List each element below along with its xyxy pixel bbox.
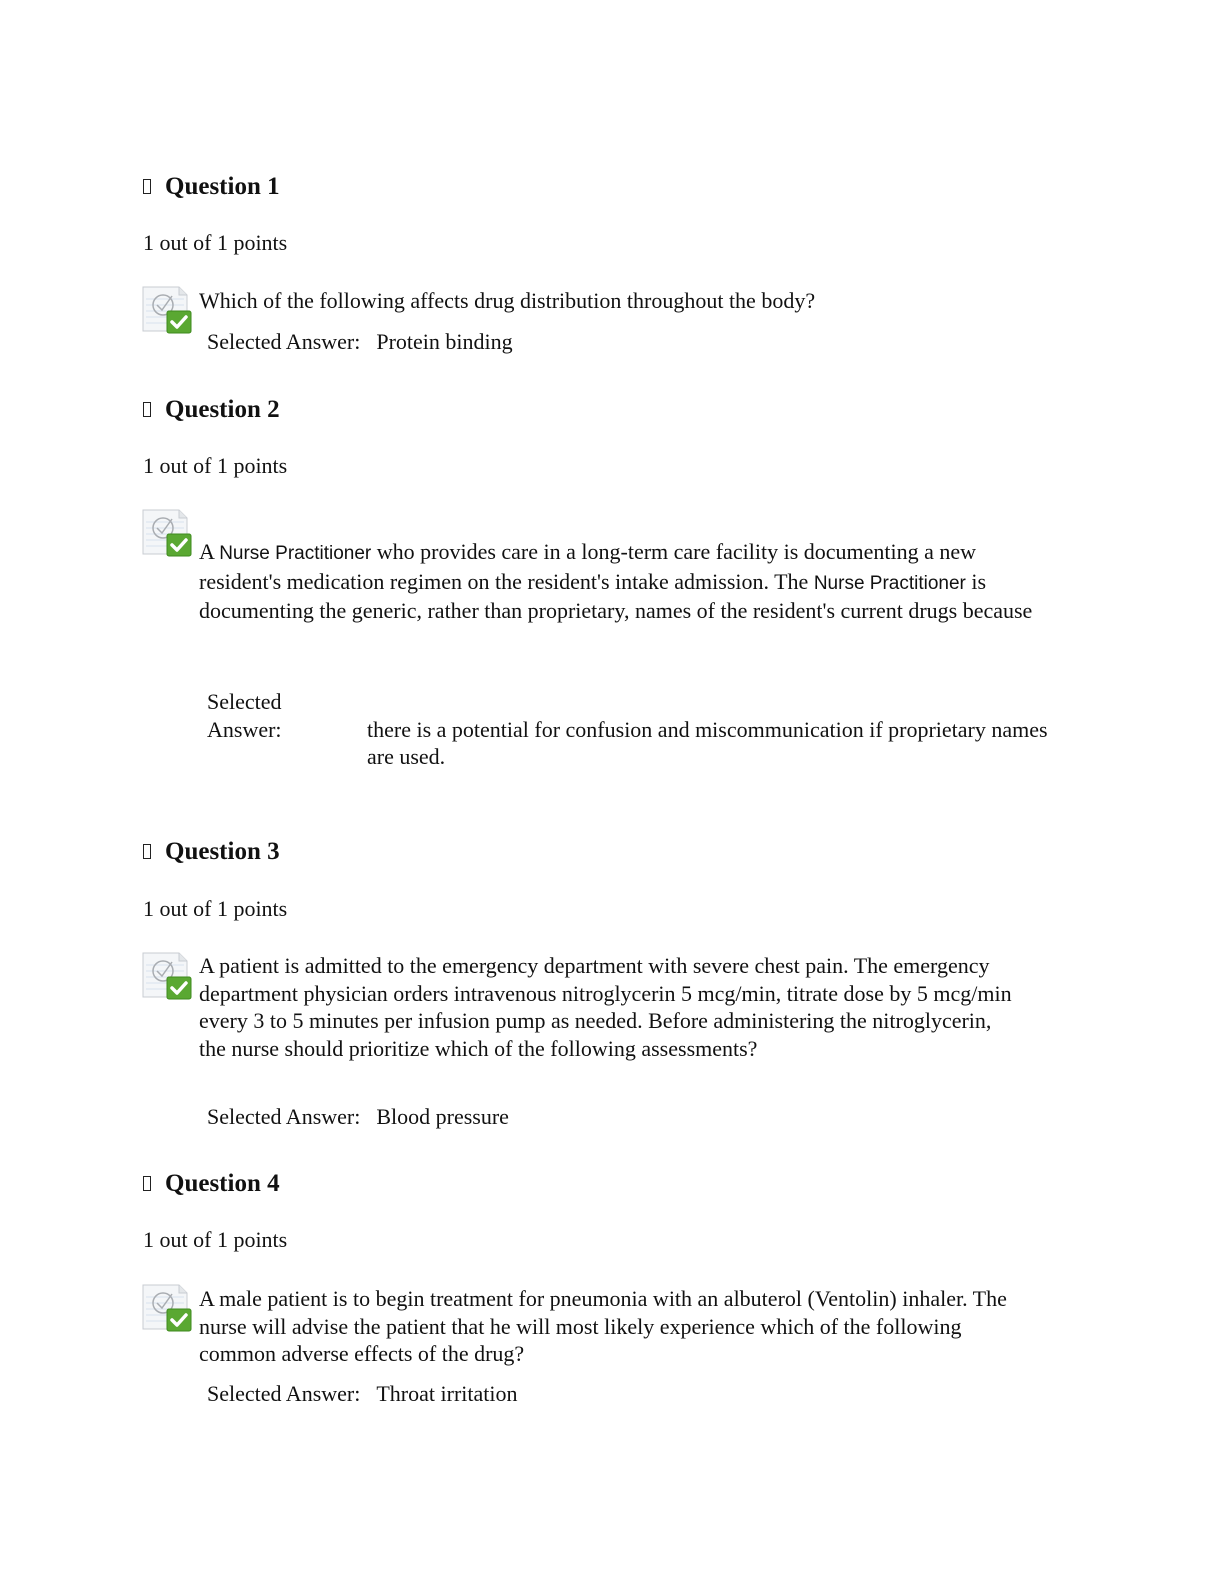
role-term: Nurse Practitioner xyxy=(813,572,966,594)
correct-answer-check-icon xyxy=(141,285,193,335)
missing-glyph-box-icon xyxy=(143,1175,151,1191)
missing-glyph-box-icon xyxy=(143,843,151,859)
correct-answer-check-icon xyxy=(141,508,193,558)
question-3-points: 1 out of 1 points xyxy=(143,896,288,921)
question-1-heading: Question 1 xyxy=(143,172,280,202)
question-title: Question 3 xyxy=(165,838,280,865)
selected-answer-label: Selected Answer: xyxy=(207,1381,361,1406)
question-3-text: A patient is admitted to the emergency d… xyxy=(199,952,1019,1062)
question-text: A male patient is to begin treatment for… xyxy=(199,1286,1007,1366)
question-2-heading: Question 2 xyxy=(143,395,280,425)
question-title: Question 1 xyxy=(165,173,280,200)
question-1-text: Which of the following affects drug dist… xyxy=(199,287,1059,315)
missing-glyph-box-icon xyxy=(143,401,151,417)
question-title: Question 4 xyxy=(165,1170,280,1197)
missing-glyph-box-icon xyxy=(143,178,151,194)
label-line: Selected xyxy=(207,689,282,714)
question-text: A patient is admitted to the emergency d… xyxy=(199,953,1012,1061)
selected-answer-label: Selected Answer: xyxy=(207,688,297,743)
selected-answer-value: Protein binding xyxy=(376,329,513,354)
question-4-points: 1 out of 1 points xyxy=(143,1227,288,1252)
correct-answer-check-icon xyxy=(141,1283,193,1333)
question-2-points: 1 out of 1 points xyxy=(143,453,288,478)
text-segment: is documenting the generic, rather than … xyxy=(199,568,1033,624)
selected-answer-label: Selected Answer: xyxy=(207,1104,361,1129)
question-4-selected-answer: Selected Answer: Throat irritation xyxy=(207,1380,517,1408)
selected-answer-value: Throat irritation xyxy=(376,1381,518,1406)
text-segment: A xyxy=(199,539,220,564)
label-line: Answer: xyxy=(207,716,282,742)
question-3-heading: Question 3 xyxy=(143,837,280,867)
question-text: Which of the following affects drug dist… xyxy=(199,288,816,313)
question-2-text: A Nurse Practitioner who provides care i… xyxy=(199,538,1049,625)
selected-answer-value: there is a potential for confusion and m… xyxy=(367,716,1048,770)
question-4-heading: Question 4 xyxy=(143,1169,280,1199)
question-4-text: A male patient is to begin treatment for… xyxy=(199,1285,1039,1368)
question-3-selected-answer: Selected Answer: Blood pressure xyxy=(207,1103,509,1131)
correct-answer-check-icon xyxy=(141,951,193,1001)
selected-answer-value: Blood pressure xyxy=(376,1104,509,1129)
question-title: Question 2 xyxy=(165,396,280,423)
question-1-selected-answer: Selected Answer: Protein binding xyxy=(207,328,513,356)
role-term: Nurse Practitioner xyxy=(219,543,372,564)
selected-answer-label: Selected Answer: xyxy=(207,329,361,354)
text-segment: who provides care in a long-term care fa… xyxy=(199,539,977,594)
question-1-points: 1 out of 1 points xyxy=(143,230,288,255)
